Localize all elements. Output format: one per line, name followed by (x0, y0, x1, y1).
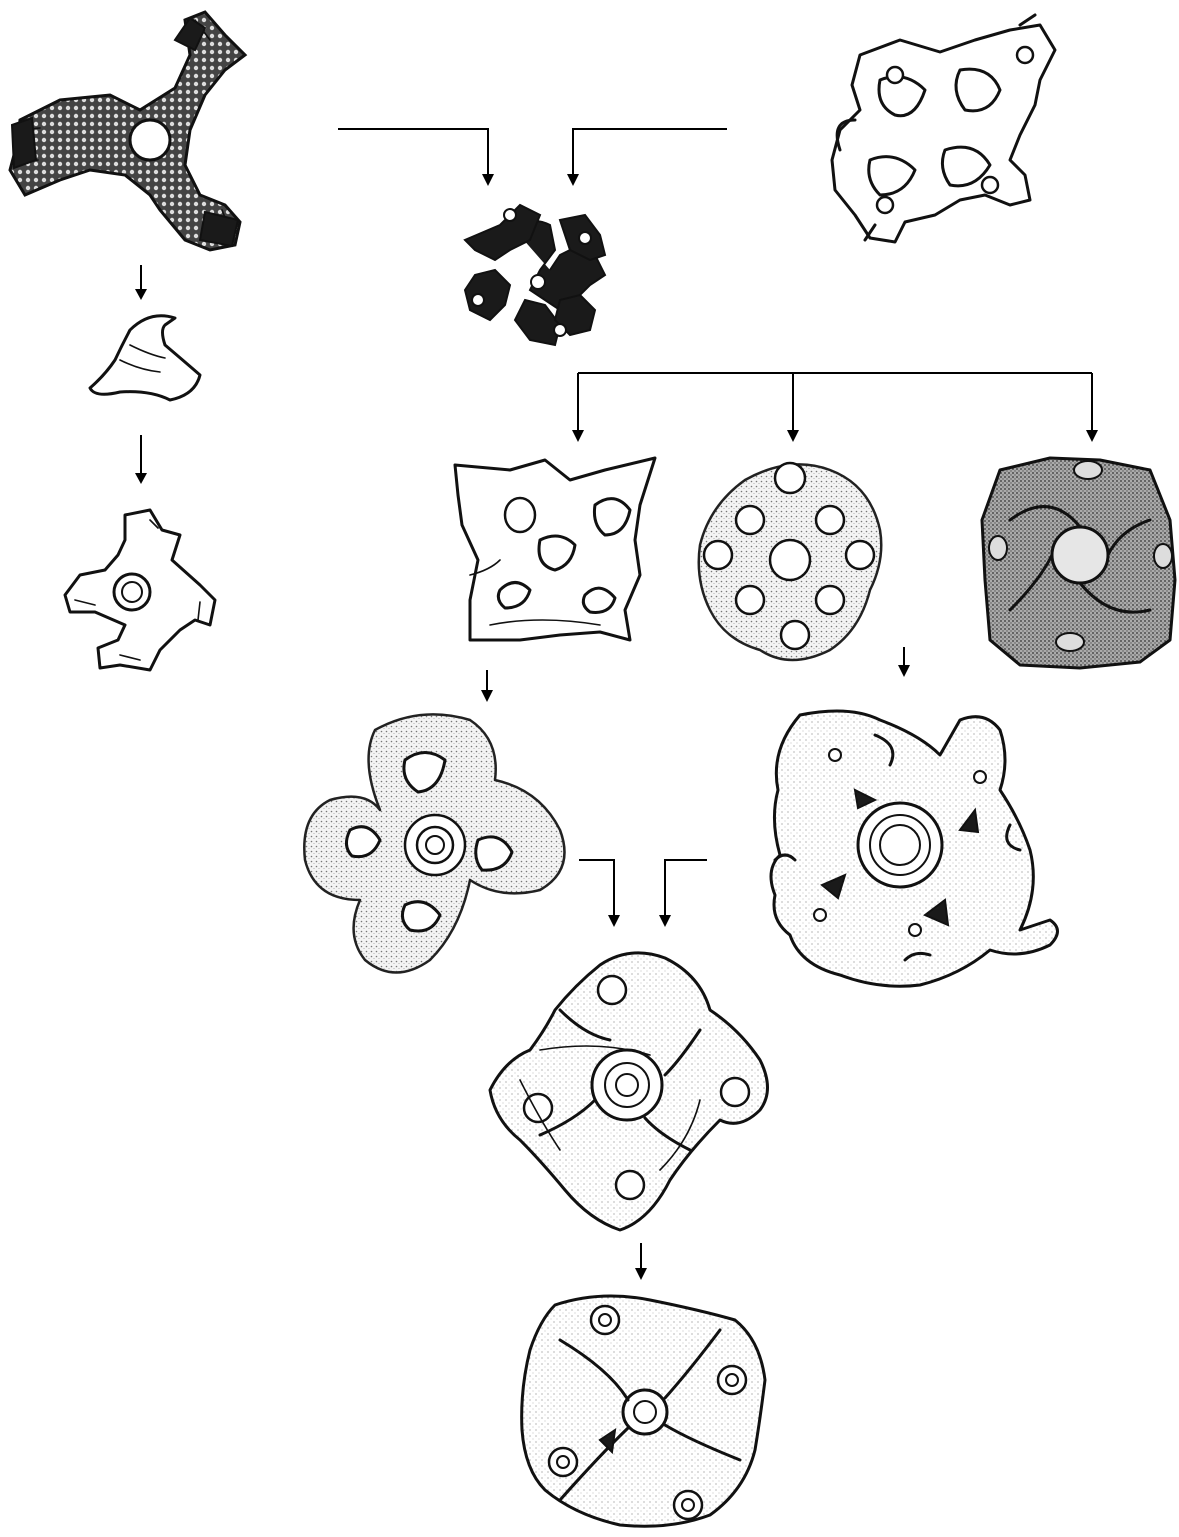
arrow-fish-to-swastika (573, 129, 727, 182)
swirl-square-plaque-icon (982, 458, 1175, 668)
openwork-square-plaque-icon (455, 458, 655, 640)
arrow-stippled-to-horse (579, 860, 614, 922)
triangular-plaque-icon (90, 316, 200, 400)
rosette-circles-plaque-icon (699, 463, 882, 660)
four-arm-ring-plaque-icon (65, 510, 215, 670)
horse-heads-whirl-icon (490, 953, 768, 1230)
four-fish-openwork-icon (832, 15, 1055, 242)
stippled-animal-whirl-icon (304, 714, 564, 972)
arrow-triskele-to-swastika (338, 129, 488, 182)
arrow-animal-to-horse (665, 860, 707, 922)
four-animal-heads-whirl-icon (771, 711, 1058, 986)
final-whirl-plaque-icon (522, 1296, 765, 1526)
swastika-hare-heads-icon (465, 205, 605, 345)
triskele-horse-heads-icon (10, 12, 245, 250)
